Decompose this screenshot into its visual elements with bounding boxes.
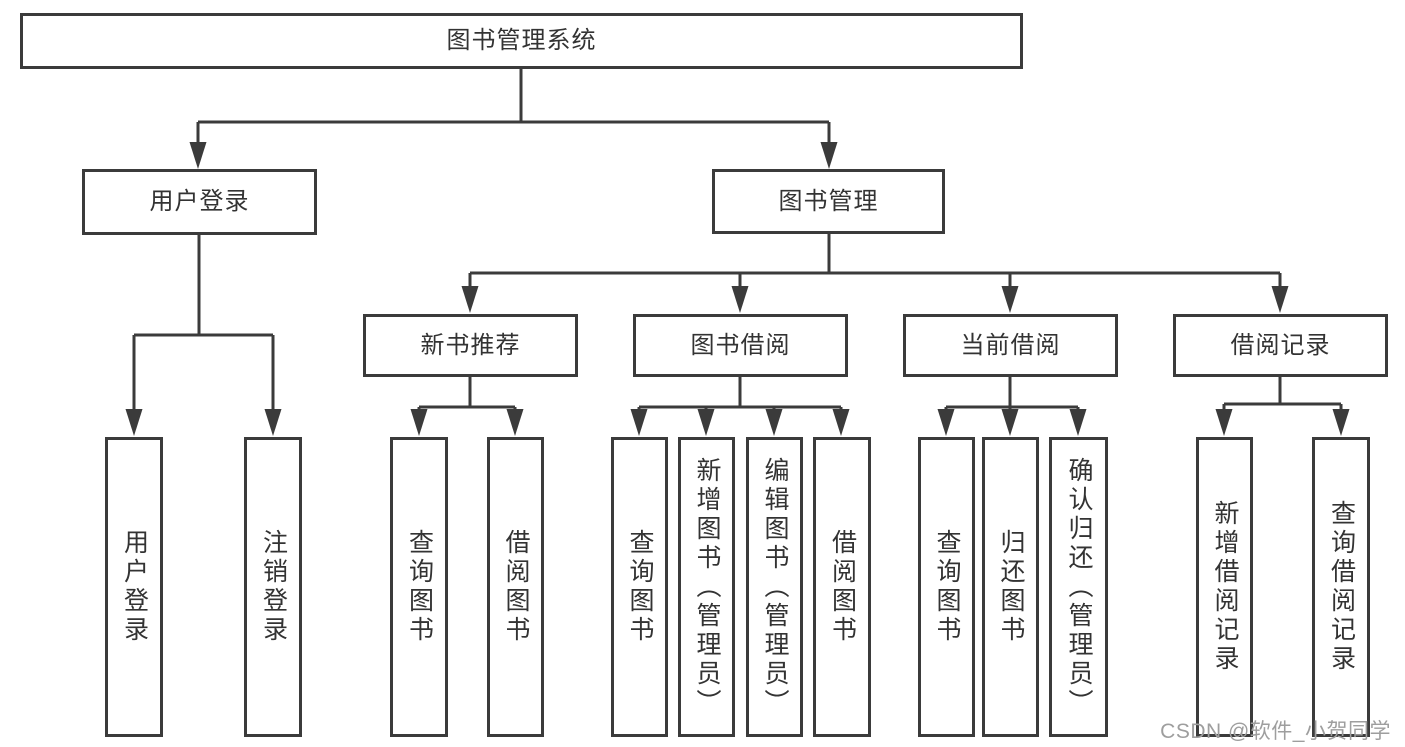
node-root: 图书管理系统 xyxy=(20,13,1023,69)
node-book-management: 图书管理 xyxy=(712,169,945,234)
leaf-query-books-current: 查询图书 xyxy=(918,437,975,737)
node-borrow-records-label: 借阅记录 xyxy=(1230,331,1331,359)
leaf-query-books-recommend-label: 查询图书 xyxy=(405,529,434,645)
leaf-logout: 注销登录 xyxy=(244,437,302,737)
leaf-query-books-current-label: 查询图书 xyxy=(933,529,961,645)
leaf-confirm-return-admin: 确认归还（管理员） xyxy=(1049,437,1108,737)
leaf-query-books-borrow: 查询图书 xyxy=(611,437,668,737)
node-book-borrow: 图书借阅 xyxy=(633,314,848,377)
leaf-edit-book-admin: 编辑图书（管理员） xyxy=(746,437,803,737)
node-root-label: 图书管理系统 xyxy=(446,27,597,54)
node-current-borrow-label: 当前借阅 xyxy=(960,331,1061,359)
leaf-query-books-borrow-label: 查询图书 xyxy=(626,529,654,645)
node-borrow-records: 借阅记录 xyxy=(1173,314,1388,377)
leaf-query-books-recommend: 查询图书 xyxy=(390,437,448,737)
leaf-borrow-book-recommend-label: 借阅图书 xyxy=(502,529,530,645)
leaf-logout-label: 注销登录 xyxy=(259,529,288,645)
leaf-add-book-admin: 新增图书（管理员） xyxy=(678,437,735,737)
leaf-borrow-book-label: 借阅图书 xyxy=(828,529,857,645)
node-new-book-recommend: 新书推荐 xyxy=(363,314,578,377)
node-user-login: 用户登录 xyxy=(82,169,317,235)
csdn-watermark: CSDN @软件_小贺同学 xyxy=(1160,720,1391,743)
leaf-confirm-return-admin-label: 确认归还（管理员） xyxy=(1065,456,1093,718)
leaf-return-book-label: 归还图书 xyxy=(997,529,1025,645)
node-current-borrow: 当前借阅 xyxy=(903,314,1118,377)
leaf-add-borrow-record: 新增借阅记录 xyxy=(1196,437,1253,737)
leaf-borrow-book: 借阅图书 xyxy=(813,437,871,737)
leaf-user-login: 用户登录 xyxy=(105,437,163,737)
leaf-return-book: 归还图书 xyxy=(982,437,1039,737)
leaf-query-borrow-record: 查询借阅记录 xyxy=(1312,437,1370,737)
leaf-query-borrow-record-label: 查询借阅记录 xyxy=(1327,500,1356,674)
node-book-management-label: 图书管理 xyxy=(778,187,879,215)
leaf-edit-book-admin-label: 编辑图书（管理员） xyxy=(761,456,789,718)
leaf-add-borrow-record-label: 新增借阅记录 xyxy=(1211,500,1239,674)
node-book-borrow-label: 图书借阅 xyxy=(690,331,791,359)
leaf-borrow-book-recommend: 借阅图书 xyxy=(487,437,544,737)
node-new-book-recommend-label: 新书推荐 xyxy=(420,331,521,359)
node-user-login-label: 用户登录 xyxy=(149,188,250,215)
leaf-add-book-admin-label: 新增图书（管理员） xyxy=(693,456,721,718)
leaf-user-login-label: 用户登录 xyxy=(120,529,149,645)
